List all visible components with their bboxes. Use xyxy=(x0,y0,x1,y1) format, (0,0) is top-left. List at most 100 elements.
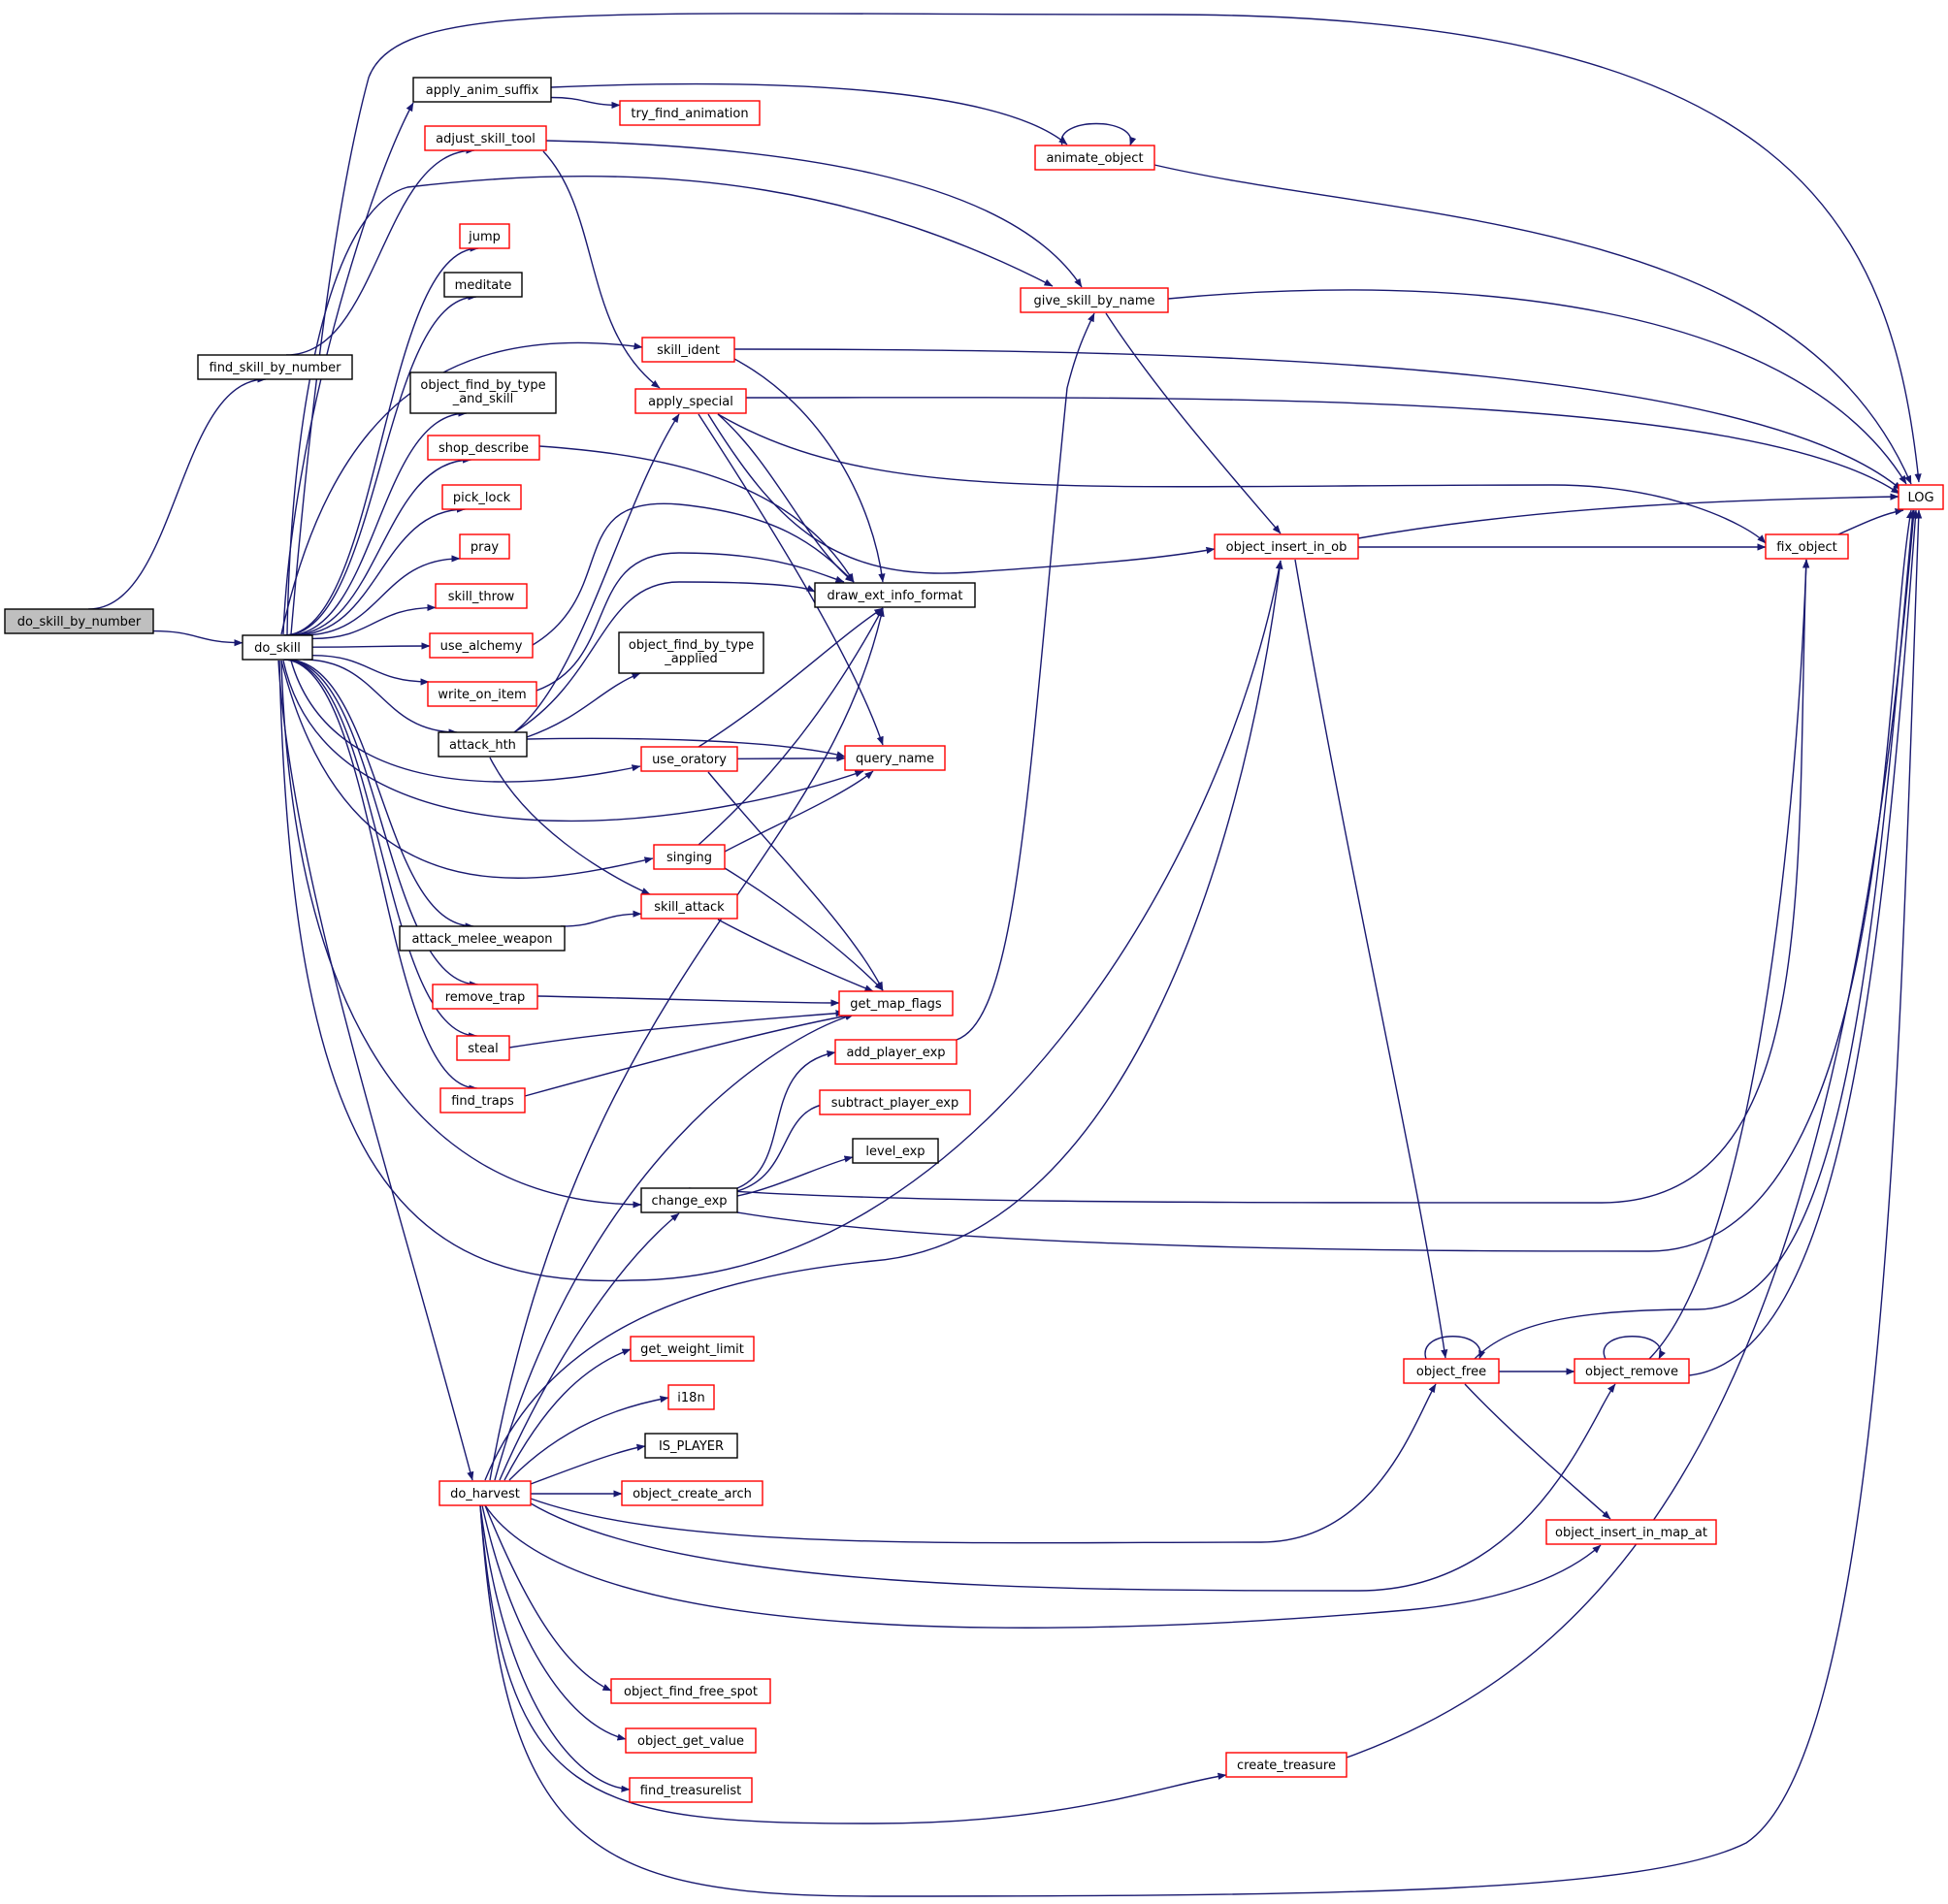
node-do-skill-by-number: do_skill_by_number xyxy=(4,608,154,634)
node-skill-ident[interactable]: skill_ident xyxy=(641,337,735,363)
node-jump[interactable]: jump xyxy=(459,223,510,249)
node-remove-trap[interactable]: remove_trap xyxy=(432,984,538,1010)
node-attack-melee-weapon[interactable]: attack_melee_weapon xyxy=(399,925,566,952)
call-edge-skill-ident-to-log xyxy=(733,348,1902,491)
edge-line xyxy=(283,659,478,1040)
node-pick-lock[interactable]: pick_lock xyxy=(441,484,522,510)
edge-line xyxy=(1424,1336,1486,1360)
node-meditate[interactable]: meditate xyxy=(443,272,523,298)
node-query-name[interactable]: query_name xyxy=(844,745,946,771)
edge-line xyxy=(479,1504,1227,1824)
node-pray[interactable]: pray xyxy=(459,533,510,560)
call-edge-do-skill-to-object-insert-in-ob xyxy=(278,560,1282,1282)
node-try-find-animation[interactable]: try_find_animation xyxy=(619,100,761,126)
node-object-insert-in-ob[interactable]: object_insert_in_ob xyxy=(1214,533,1359,560)
node-use-alchemy[interactable]: use_alchemy xyxy=(429,632,534,659)
node-box xyxy=(844,745,946,771)
edge-line xyxy=(530,1443,646,1485)
node-find-traps[interactable]: find_traps xyxy=(439,1087,526,1113)
node-singing[interactable]: singing xyxy=(653,844,726,870)
node-object-get-value[interactable]: object_get_value xyxy=(625,1727,757,1754)
edge-line xyxy=(290,660,641,783)
node-level-exp[interactable]: level_exp xyxy=(852,1138,939,1164)
node-box xyxy=(629,1777,753,1803)
node-get-map-flags[interactable]: get_map_flags xyxy=(838,990,954,1017)
call-edge-do-skill-to-shop-describe xyxy=(289,456,472,636)
node-find-treasurelist[interactable]: find_treasurelist xyxy=(629,1777,753,1803)
node-use-oratory[interactable]: use_oratory xyxy=(640,746,738,772)
call-edge-change-exp-to-log xyxy=(736,509,1914,1252)
node-log[interactable]: LOG xyxy=(1898,484,1944,510)
edge-line xyxy=(1648,559,1810,1360)
call-edge-apply-special-to-object-insert-in-ob xyxy=(707,413,1216,574)
node-box xyxy=(1020,287,1169,313)
edge-line xyxy=(1153,164,1912,485)
node-i18n[interactable]: i18n xyxy=(667,1384,715,1410)
edge-line xyxy=(956,312,1095,1041)
call-edge-use-oratory-to-query-name xyxy=(736,755,846,762)
node-box xyxy=(834,1039,958,1065)
node-label: give_skill_by_name xyxy=(1033,294,1154,308)
node-object-find-free-spot[interactable]: object_find_free_spot xyxy=(610,1678,771,1704)
node-label: remove_trap xyxy=(445,990,526,1005)
edge-line xyxy=(484,1504,612,1692)
node-box xyxy=(427,681,537,707)
node-label: steal xyxy=(468,1042,498,1056)
node-skill-throw[interactable]: skill_throw xyxy=(435,583,528,609)
edge-line xyxy=(513,413,680,733)
edge-line xyxy=(311,603,437,640)
node-do-skill[interactable]: do_skill xyxy=(242,634,313,661)
node-write-on-item[interactable]: write_on_item xyxy=(427,681,537,707)
node-find-skill-by-number[interactable]: find_skill_by_number xyxy=(197,354,353,380)
node-label: query_name xyxy=(856,752,934,766)
node-change-exp[interactable]: change_exp xyxy=(640,1187,738,1213)
node-label: object_free xyxy=(1416,1365,1486,1379)
call-edge-attack-hth-to-draw-ext-info-format xyxy=(513,581,816,733)
node-subtract-player-exp[interactable]: subtract_player_exp xyxy=(819,1089,971,1115)
edge-line xyxy=(736,755,846,762)
node-object-free[interactable]: object_free xyxy=(1403,1358,1500,1384)
node-get-weight-limit[interactable]: get_weight_limit xyxy=(630,1336,755,1362)
node-shop-describe[interactable]: shop_describe xyxy=(427,435,540,461)
node-add-player-exp[interactable]: add_player_exp xyxy=(834,1039,958,1065)
node-steal[interactable]: steal xyxy=(456,1035,510,1061)
node-apply-special[interactable]: apply_special xyxy=(634,388,747,414)
call-edge-shop-describe-to-draw-ext-info-format xyxy=(538,445,855,583)
node-label: IS_PLAYER xyxy=(659,1439,724,1454)
call-edge-do-skill-to-do-harvest xyxy=(277,660,474,1481)
edge-line xyxy=(736,509,1914,1252)
node-object-remove[interactable]: object_remove xyxy=(1574,1358,1690,1384)
node-label: attack_melee_weapon xyxy=(411,932,552,947)
node-fix-object[interactable]: fix_object xyxy=(1765,533,1849,560)
node-label: do_harvest xyxy=(450,1487,520,1501)
edge-line xyxy=(717,413,1767,544)
edge-line xyxy=(724,770,874,853)
node-object-find-by-type-applied[interactable]: object_find_by_type_applied xyxy=(618,631,764,674)
node-create-treasure[interactable]: create_treasure xyxy=(1225,1752,1347,1778)
call-edge-do-skill-to-write-on-item xyxy=(311,655,430,686)
call-edge-remove-trap-to-get-map-flags xyxy=(536,995,840,1007)
node-label: subtract_player_exp xyxy=(831,1096,959,1111)
node-is-player[interactable]: IS_PLAYER xyxy=(644,1433,738,1459)
node-object-create-arch[interactable]: object_create_arch xyxy=(621,1480,763,1506)
edge-line xyxy=(508,1010,845,1049)
call-edge-apply-special-to-log xyxy=(745,397,1900,495)
node-apply-anim-suffix[interactable]: apply_anim_suffix xyxy=(412,77,552,103)
node-adjust-skill-tool[interactable]: adjust_skill_tool xyxy=(424,125,547,151)
edge-line xyxy=(508,1396,669,1481)
edge-line xyxy=(526,737,846,758)
call-edge-object-remove-to-log xyxy=(1688,509,1919,1376)
node-do-harvest[interactable]: do_harvest xyxy=(438,1480,532,1506)
node-draw-ext-info-format[interactable]: draw_ext_info_format xyxy=(814,582,976,608)
node-animate-object[interactable]: animate_object xyxy=(1034,145,1155,171)
call-edge-attack-hth-to-skill-attack xyxy=(489,757,651,895)
node-object-insert-in-map-at[interactable]: object_insert_in_map_at xyxy=(1545,1519,1717,1545)
edge-line xyxy=(1357,493,1899,539)
node-label: change_exp xyxy=(651,1194,727,1209)
node-skill-attack[interactable]: skill_attack xyxy=(640,893,738,920)
node-attack-hth[interactable]: attack_hth xyxy=(438,731,528,758)
node-give-skill-by-name[interactable]: give_skill_by_name xyxy=(1020,287,1169,313)
edge-line xyxy=(532,502,855,646)
node-object-find-by-type-and-skill[interactable]: object_find_by_type_and_skill xyxy=(409,371,557,414)
edge-line xyxy=(152,629,244,647)
